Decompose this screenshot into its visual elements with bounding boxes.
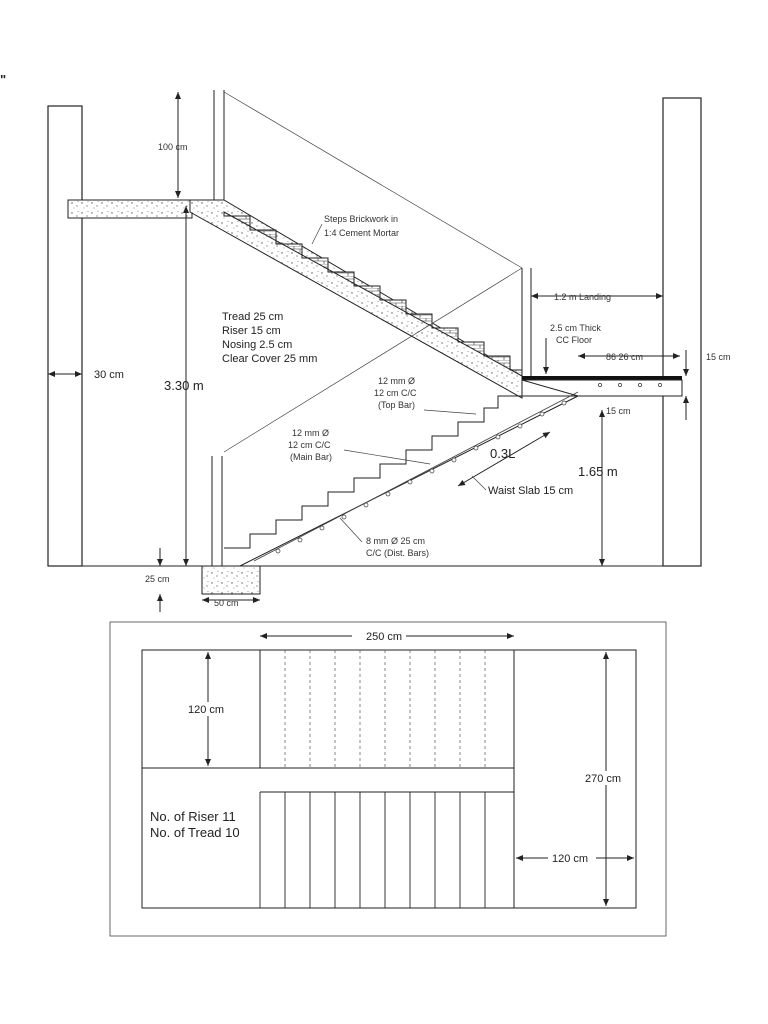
label-top-bar-2: 12 cm C/C [374, 388, 417, 398]
label-165m: 1.65 m [578, 464, 618, 479]
label-15cm-a: 15 cm [706, 352, 731, 362]
plan-section: 250 cm 120 cm 270 cm 120 cm No. of Riser… [109, 621, 667, 937]
label-dist-bar-1: 8 mm Ø 25 cm [366, 536, 425, 546]
label-clear-cover: Clear Cover 25 mm [222, 353, 317, 365]
construction-line-lower [223, 267, 523, 453]
label-cc-floor-2: CC Floor [556, 335, 592, 345]
corner-mark: " [0, 72, 6, 87]
label-tread-count: No. of Tread 10 [150, 825, 240, 840]
label-250cm: 250 cm [366, 631, 402, 643]
label-cc-floor-1: 2.5 cm Thick [550, 323, 601, 333]
label-steps-brickwork-2: 1:4 Cement Mortar [324, 228, 399, 238]
label-dist-bar-2: C/C (Dist. Bars) [366, 548, 429, 558]
cc-floor [522, 376, 682, 380]
label-30cm: 30 cm [94, 369, 124, 381]
label-main-bar-2: 12 cm C/C [288, 440, 331, 450]
label-waist-slab: Waist Slab 15 cm [488, 485, 573, 497]
plan-lower-treads [259, 792, 486, 908]
label-landing: 1.2 m Landing [554, 292, 611, 302]
label-main-bar-3: (Main Bar) [290, 452, 332, 462]
label-tread: Tread 25 cm [222, 311, 283, 323]
label-8626: 86 26 cm [606, 352, 643, 362]
plan-upper-treads [284, 650, 486, 768]
label-120cm-b: 120 cm [552, 853, 588, 865]
label-330m: 3.30 m [164, 378, 204, 393]
landing-slab [521, 379, 683, 397]
label-25cm: 25 cm [145, 574, 170, 584]
label-270cm: 270 cm [585, 773, 621, 785]
lower-flight-steps [224, 395, 578, 549]
label-riser: Riser 15 cm [222, 325, 281, 337]
left-wall [47, 105, 83, 567]
main-bar [253, 391, 579, 562]
label-riser-count: No. of Riser 11 [150, 809, 236, 824]
label-nosing: Nosing 2.5 cm [222, 339, 292, 351]
right-wall [662, 97, 702, 567]
label-top-bar-3: (Top Bar) [378, 400, 415, 410]
label-15cm-b: 15 cm [606, 406, 631, 416]
dist-bars [275, 383, 662, 554]
label-100cm: 100 cm [158, 142, 188, 152]
label-03L: 0.3L [490, 446, 515, 461]
label-50cm: 50 cm [214, 598, 239, 608]
label-main-bar-1: 12 mm Ø [292, 428, 329, 438]
top-slab [67, 199, 193, 219]
label-120cm-a: 120 cm [188, 704, 224, 716]
construction-line-upper [223, 91, 523, 269]
brick-steps [223, 211, 523, 377]
plan-inner-boundary [141, 649, 637, 909]
elevation-section: " [0, 72, 731, 612]
label-top-bar-1: 12 mm Ø [378, 376, 415, 386]
upper-waist-slab [189, 199, 523, 399]
footing [201, 565, 261, 595]
label-steps-brickwork-1: Steps Brickwork in [324, 214, 398, 224]
